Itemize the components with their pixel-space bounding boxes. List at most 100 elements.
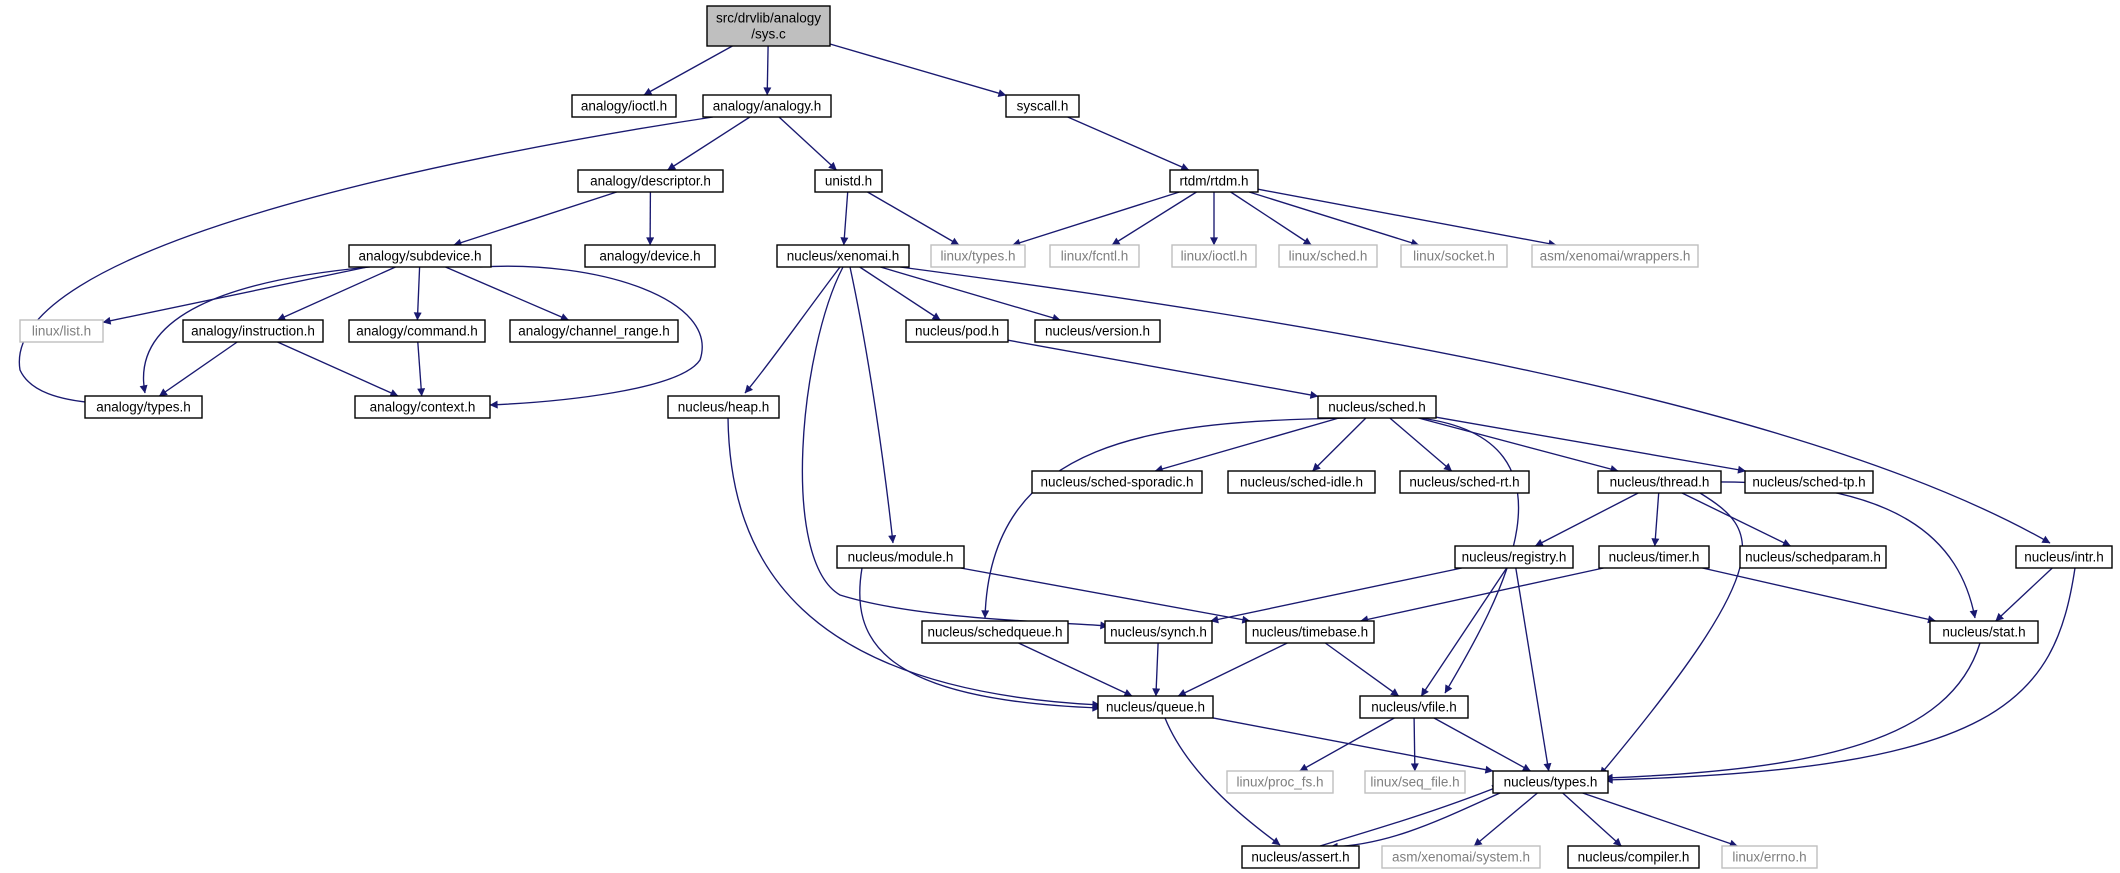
- node-box: [571, 94, 677, 118]
- node-nassert[interactable]: nucleus/assert.h: [1241, 845, 1360, 869]
- node-label: analogy/analogy.h: [713, 99, 822, 114]
- edge-nthread-to-ntimer: [1651, 492, 1660, 547]
- edges-layer: [18, 43, 2076, 851]
- edge-aanalogy-to-unistd: [778, 116, 837, 171]
- edge-asubdev-to-achan: [445, 266, 569, 321]
- node-lseq[interactable]: linux/seq_file.h: [1364, 770, 1466, 794]
- node-nstat[interactable]: nucleus/stat.h: [1929, 620, 2039, 644]
- node-label: nucleus/stat.h: [1942, 625, 2025, 640]
- node-nspor[interactable]: nucleus/sched-sporadic.h: [1031, 470, 1203, 494]
- node-label: nucleus/timebase.h: [1252, 625, 1368, 640]
- node-nheap[interactable]: nucleus/heap.h: [667, 395, 780, 419]
- node-actx[interactable]: analogy/context.h: [354, 395, 491, 419]
- node-llist[interactable]: linux/list.h: [19, 319, 104, 343]
- edge-nxeno-to-npod: [859, 266, 941, 321]
- edge-asubdev-to-atypes: [139, 266, 371, 394]
- node-label: analogy/context.h: [370, 400, 476, 415]
- node-unistd[interactable]: unistd.h: [814, 169, 883, 193]
- edge-root-to-aanalogy: [763, 45, 772, 96]
- node-ntp[interactable]: nucleus/sched-tp.h: [1744, 470, 1874, 494]
- node-ntbase[interactable]: nucleus/timebase.h: [1245, 620, 1375, 644]
- node-nrt[interactable]: nucleus/sched-rt.h: [1399, 470, 1530, 494]
- node-aioctl[interactable]: analogy/ioctl.h: [571, 94, 677, 118]
- node-box: [702, 94, 832, 118]
- edge-nxeno-to-nheap: [744, 266, 841, 394]
- node-box: [1721, 845, 1818, 869]
- nodes-layer: src/drvlib/analogy/sys.c analogy/ioctl.h a…: [19, 5, 2113, 869]
- node-label: asm/xenomai/system.h: [1392, 850, 1530, 865]
- node-nsparam[interactable]: nucleus/schedparam.h: [1739, 545, 1887, 569]
- node-ncomp[interactable]: nucleus/compiler.h: [1567, 845, 1700, 869]
- node-asubdev[interactable]: analogy/subdevice.h: [348, 244, 492, 268]
- node-atypes[interactable]: analogy/types.h: [84, 395, 203, 419]
- node-box: [1005, 94, 1080, 118]
- node-label: nucleus/timer.h: [1609, 550, 1700, 565]
- node-ltypes[interactable]: linux/types.h: [930, 244, 1026, 268]
- node-nreg[interactable]: nucleus/registry.h: [1454, 545, 1574, 569]
- node-aanalogy[interactable]: analogy/analogy.h: [702, 94, 832, 118]
- node-achan[interactable]: analogy/channel_range.h: [509, 319, 679, 343]
- node-root[interactable]: src/drvlib/analogy/sys.c: [706, 5, 831, 47]
- node-nidle[interactable]: nucleus/sched-idle.h: [1227, 470, 1376, 494]
- node-lprocfs[interactable]: linux/proc_fs.h: [1226, 770, 1334, 794]
- node-nintr[interactable]: nucleus/intr.h: [2015, 545, 2113, 569]
- node-awrap[interactable]: asm/xenomai/wrappers.h: [1531, 244, 1699, 268]
- edge-nreg-to-ntypes: [1515, 567, 1552, 772]
- node-box: [1317, 395, 1437, 419]
- node-box: [1739, 545, 1887, 569]
- node-label: nucleus/compiler.h: [1578, 850, 1690, 865]
- node-box: [1531, 244, 1699, 268]
- node-label: linux/fcntl.h: [1061, 249, 1129, 264]
- node-box: [1241, 845, 1360, 869]
- node-ntimer[interactable]: nucleus/timer.h: [1598, 545, 1710, 569]
- node-lfcntl[interactable]: linux/fcntl.h: [1049, 244, 1140, 268]
- node-box: [706, 5, 831, 47]
- edge-nsched-to-nthread: [1418, 417, 1619, 473]
- node-label: nucleus/types.h: [1504, 775, 1598, 790]
- node-lsched[interactable]: linux/sched.h: [1278, 244, 1378, 268]
- node-ainstr[interactable]: analogy/instruction.h: [182, 319, 324, 343]
- node-label: linux/socket.h: [1413, 249, 1495, 264]
- node-label: nucleus/module.h: [848, 550, 954, 565]
- edge-nsched-to-nspor: [1154, 417, 1340, 473]
- node-adesc[interactable]: analogy/descriptor.h: [577, 169, 724, 193]
- node-box: [1400, 244, 1508, 268]
- node-asys[interactable]: asm/xenomai/system.h: [1381, 845, 1541, 869]
- node-box: [1359, 695, 1469, 719]
- node-npod[interactable]: nucleus/pod.h: [905, 319, 1009, 343]
- node-nqueue[interactable]: nucleus/queue.h: [1097, 695, 1214, 719]
- node-box: [1031, 470, 1203, 494]
- node-lsocket[interactable]: linux/socket.h: [1400, 244, 1508, 268]
- edge-rtdm-to-lfcntl: [1111, 191, 1197, 246]
- node-nsynch[interactable]: nucleus/synch.h: [1104, 620, 1213, 644]
- node-label: linux/list.h: [32, 324, 91, 339]
- edge-nvfile-to-ntypes: [1433, 717, 1531, 772]
- node-nxeno[interactable]: nucleus/xenomai.h: [776, 244, 910, 268]
- node-adevice[interactable]: analogy/device.h: [584, 244, 716, 268]
- node-acmd[interactable]: analogy/command.h: [348, 319, 486, 343]
- node-nmodule[interactable]: nucleus/module.h: [836, 545, 965, 569]
- node-box: [2015, 545, 2113, 569]
- node-rtdm[interactable]: rtdm/rtdm.h: [1169, 169, 1259, 193]
- node-box: [1598, 545, 1710, 569]
- node-ntypes[interactable]: nucleus/types.h: [1492, 770, 1609, 794]
- edge-adesc-to-asubdev: [453, 191, 617, 247]
- node-label: asm/xenomai/wrappers.h: [1540, 249, 1691, 264]
- node-box: [182, 319, 324, 343]
- node-nsq[interactable]: nucleus/schedqueue.h: [921, 620, 1069, 644]
- node-lerrno[interactable]: linux/errno.h: [1721, 845, 1818, 869]
- node-nthread[interactable]: nucleus/thread.h: [1597, 470, 1722, 494]
- node-label: nucleus/registry.h: [1462, 550, 1567, 565]
- edge-root-to-aioctl: [643, 45, 733, 96]
- edge-ntypes-to-nassert: [1329, 792, 1501, 851]
- edge-nqueue-to-nassert: [1164, 717, 1281, 846]
- node-nsched[interactable]: nucleus/sched.h: [1317, 395, 1437, 419]
- node-box: [1399, 470, 1530, 494]
- edge-nsq-to-nqueue: [1018, 642, 1133, 697]
- node-nvfile[interactable]: nucleus/vfile.h: [1359, 695, 1469, 719]
- node-syscall[interactable]: syscall.h: [1005, 94, 1080, 118]
- edge-ntbase-to-nqueue: [1177, 642, 1288, 697]
- node-box: [1104, 620, 1213, 644]
- node-lioctl[interactable]: linux/ioctl.h: [1171, 244, 1257, 268]
- node-nver[interactable]: nucleus/version.h: [1034, 319, 1161, 343]
